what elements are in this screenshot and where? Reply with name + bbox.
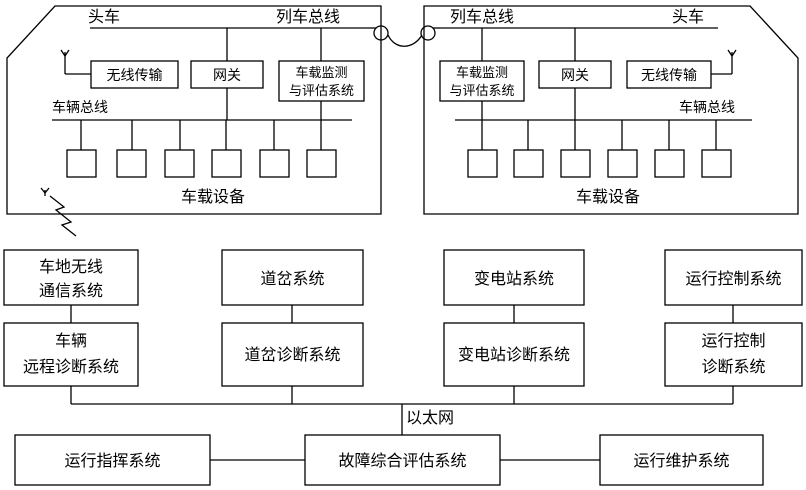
train-control-system-box <box>664 249 803 306</box>
right-equipment-label: 车载设备 <box>576 187 640 206</box>
train-control-diagnosis-label-1: 运行控制 <box>701 331 765 350</box>
bottom-row: 运行指挥系统 故障综合评估系统 运行维护系统 <box>14 434 764 486</box>
operation-command-label: 运行指挥系统 <box>64 451 160 470</box>
right-antenna-icon <box>727 49 737 74</box>
vehicle-ground-wireless-box <box>3 249 139 306</box>
right-vehicle-bus-label: 车辆总线 <box>679 99 735 116</box>
left-train: 头车 列车总线 无线传输 网关 车载监测 与评估系统 车辆总线 <box>6 5 382 215</box>
right-train-bus-label: 列车总线 <box>450 7 514 26</box>
right-monitor-label-1: 车载监测 <box>456 65 508 81</box>
fault-evaluation-label: 故障综合评估系统 <box>338 451 466 470</box>
subsystem-column-4: 运行控制系统 运行控制 诊断系统 <box>664 249 803 387</box>
left-equipment-label: 车载设备 <box>181 187 245 206</box>
right-device <box>467 149 498 178</box>
vehicle-remote-diagnosis-label-2: 远程诊断系统 <box>23 357 119 376</box>
right-device-connectors <box>481 120 717 150</box>
switch-diagnosis-label: 道岔诊断系统 <box>244 345 340 364</box>
right-device <box>513 149 544 178</box>
operation-command-box <box>14 434 211 486</box>
subsystem-column-1: 车地无线 通信系统 车辆 远程诊断系统 <box>3 249 139 387</box>
operation-maintenance-label: 运行维护系统 <box>633 451 729 470</box>
left-wireless-label: 无线传输 <box>107 68 163 84</box>
left-monitor-box <box>278 60 365 102</box>
left-device <box>164 149 195 178</box>
right-gateway-label: 网关 <box>561 68 589 84</box>
left-vehicle-bus-label: 车辆总线 <box>52 99 108 116</box>
left-device <box>211 149 242 178</box>
fault-evaluation-box <box>304 434 501 486</box>
left-wireless-box <box>90 60 179 89</box>
left-antenna-icon <box>60 49 70 74</box>
left-head-label: 头车 <box>88 7 120 26</box>
vehicle-remote-diagnosis-label-1: 车辆 <box>55 331 87 350</box>
left-monitor-label-2: 与评估系统 <box>289 84 354 99</box>
left-device <box>259 149 290 178</box>
right-train-outline <box>423 5 799 215</box>
substation-system-box <box>443 249 585 306</box>
train-control-diagnosis-label-2: 诊断系统 <box>701 357 765 376</box>
right-device <box>607 149 638 178</box>
subsystem-column-3: 变电站系统 变电站诊断系统 <box>443 249 585 387</box>
right-gateway-box <box>538 60 612 89</box>
train-control-diagnosis-box <box>664 322 803 387</box>
substation-diagnosis-label: 变电站诊断系统 <box>458 345 570 364</box>
switch-diagnosis-box <box>221 322 364 387</box>
operation-maintenance-box <box>599 434 764 486</box>
left-device-connectors <box>80 120 322 150</box>
left-device <box>306 149 337 178</box>
substation-system-label: 变电站系统 <box>474 269 554 288</box>
left-gateway-label: 网关 <box>213 68 241 84</box>
right-head-label: 头车 <box>672 7 704 26</box>
left-device <box>66 149 97 178</box>
vehicle-ground-wireless-label-2: 通信系统 <box>39 281 103 300</box>
right-device <box>654 149 685 178</box>
ethernet-bus <box>70 386 734 435</box>
vehicle-ground-wireless-label-1: 车地无线 <box>39 257 103 276</box>
subsystem-column-2: 道岔系统 道岔诊断系统 <box>221 249 364 387</box>
left-device <box>116 149 147 178</box>
left-train-outline <box>6 5 382 215</box>
left-train-bus-label: 列车总线 <box>276 7 340 26</box>
switch-system-box <box>221 249 364 306</box>
switch-system-label: 道岔系统 <box>260 269 324 288</box>
left-monitor-label-1: 车载监测 <box>295 65 347 81</box>
right-train: 列车总线 头车 车载监测 与评估系统 网关 无线传输 车辆总线 <box>423 5 799 215</box>
right-device <box>701 149 732 178</box>
train-control-system-label: 运行控制系统 <box>685 269 781 288</box>
ethernet-label: 以太网 <box>406 408 454 427</box>
train-coupler-icon <box>370 25 440 47</box>
right-monitor-label-2: 与评估系统 <box>449 84 514 99</box>
wireless-link-icon <box>40 187 77 237</box>
right-device <box>560 149 591 178</box>
vehicle-remote-diagnosis-box <box>3 322 139 387</box>
right-wireless-box <box>626 60 712 89</box>
right-monitor-box <box>439 60 525 102</box>
substation-diagnosis-box <box>443 322 585 387</box>
right-wireless-label: 无线传输 <box>641 68 697 84</box>
